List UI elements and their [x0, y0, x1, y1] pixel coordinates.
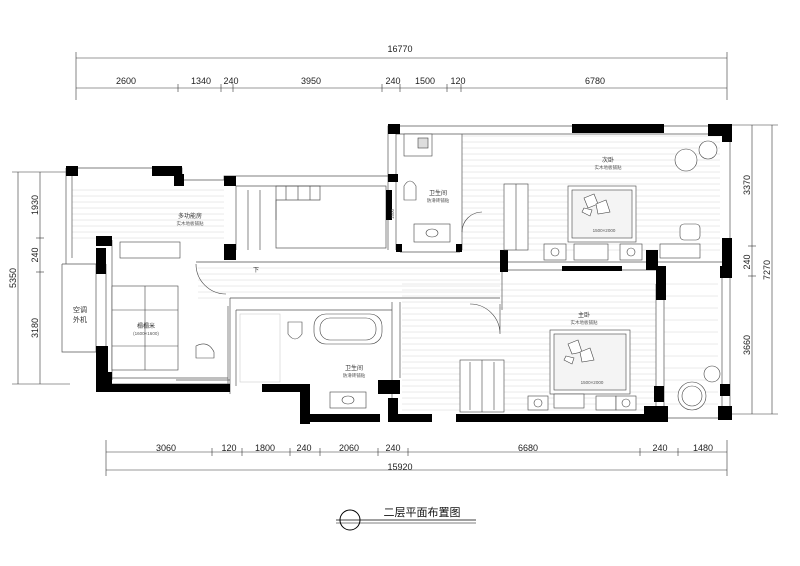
label-ac-unit-line2: 外机 — [73, 315, 87, 324]
dim-bottom-total: 15920 — [387, 462, 412, 472]
label-stair-down: 下 — [253, 267, 259, 274]
dim-top-seg-5: 240 — [385, 76, 400, 86]
wall-blocks — [66, 124, 732, 424]
dim-top-seg-3: 240 — [223, 76, 238, 86]
label-multi-function-room: 多功能房 — [178, 212, 202, 220]
dim-bottom-seg-6: 240 — [385, 443, 400, 453]
label-bathroom-lower: 卫生间 — [345, 364, 363, 372]
dim-left-seg-1: 1930 — [30, 195, 40, 215]
label-bedroom-upper: 次卧 — [602, 156, 614, 164]
label-bathroom-lower-note: 防滑砖铺贴 — [343, 372, 366, 379]
dim-right-seg-3: 3660 — [742, 335, 752, 355]
dim-top-seg-1: 2600 — [116, 76, 136, 86]
label-tatami: 榻榻米 — [137, 322, 155, 330]
furniture — [111, 133, 721, 413]
dim-left-seg-2: 240 — [30, 247, 40, 262]
dim-bottom-seg-3: 1800 — [255, 443, 275, 453]
dim-right-seg-2: 240 — [742, 254, 752, 269]
dim-top-seg-6: 1500 — [415, 76, 435, 86]
dim-bottom-seg-1: 3060 — [156, 443, 176, 453]
label-bathroom-upper: 卫生间 — [429, 189, 447, 197]
dim-top-seg-2: 1340 — [191, 76, 211, 86]
label-bedroom-lower: 主卧 — [578, 311, 590, 319]
dim-right-seg-1: 3370 — [742, 175, 752, 195]
dim-right-total: 7270 — [762, 260, 772, 280]
dim-top-seg-8: 6780 — [585, 76, 605, 86]
label-bedroom-lower-note: 实木地板铺贴 — [571, 319, 598, 326]
dim-top-seg-4: 3950 — [301, 76, 321, 86]
dim-bottom-seg-5: 2060 — [339, 443, 359, 453]
dim-bottom-seg-8: 240 — [652, 443, 667, 453]
dim-bottom-seg-4: 240 — [296, 443, 311, 453]
label-bedroom-upper-note: 实木地板铺贴 — [595, 164, 622, 171]
label-bed-lower-size: 1500×2000 — [581, 380, 604, 385]
label-ac-unit-line1: 空调 — [73, 305, 87, 314]
label-multi-function-note: 实木地板铺贴 — [177, 220, 204, 227]
label-stair-width: 1500 — [390, 208, 395, 219]
drawing-title: 二层平面布置图 — [336, 506, 476, 531]
dim-bottom-seg-9: 1480 — [693, 443, 713, 453]
drawing-title-text: 二层平面布置图 — [384, 506, 461, 519]
label-tatami-size: (1600×1600) — [133, 331, 159, 336]
dim-top-total: 16770 — [387, 44, 412, 54]
dim-left-seg-3: 3180 — [30, 318, 40, 338]
dim-top-seg-7: 120 — [450, 76, 465, 86]
dimension-lines — [12, 52, 778, 476]
label-bed-upper-size: 1500×2000 — [593, 228, 616, 233]
dim-bottom-seg-7: 6680 — [518, 443, 538, 453]
dim-bottom-seg-2: 120 — [221, 443, 236, 453]
label-bathroom-upper-note: 防滑砖铺贴 — [427, 197, 450, 204]
dim-left-total: 5350 — [8, 268, 18, 288]
